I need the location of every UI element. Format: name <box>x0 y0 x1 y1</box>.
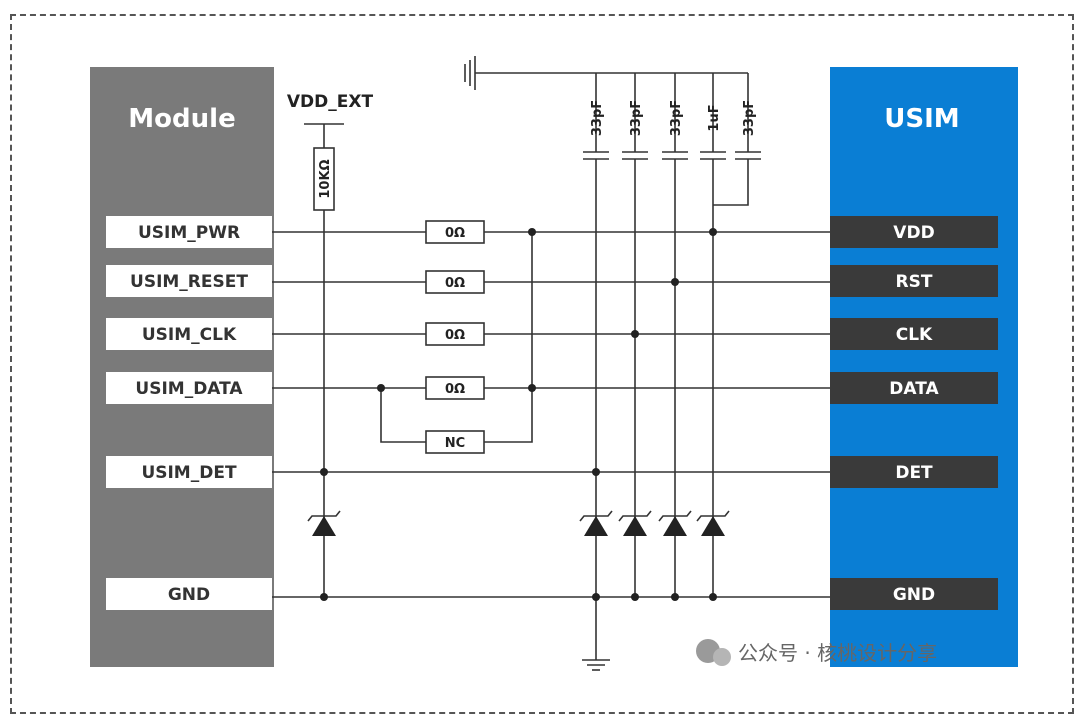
usim-pin-data: DATA <box>889 379 939 399</box>
module-pins: USIM_PWR USIM_RESET USIM_CLK USIM_DATA U… <box>106 216 272 610</box>
usim-pin-gnd: GND <box>893 585 935 605</box>
cap-label: 1uF <box>707 104 722 131</box>
tvs-diodes <box>579 510 730 536</box>
series-resistors: 0Ω 0Ω 0Ω 0Ω NC <box>425 220 485 454</box>
usim-pin-det: DET <box>895 463 933 483</box>
usim-pins: VDD RST CLK DATA DET GND <box>830 216 998 610</box>
usim-pin-rst: RST <box>896 272 933 292</box>
vdd-ext-label: VDD_EXT <box>287 92 374 112</box>
watermark: 公众号 · 核桃设计分享 <box>696 639 937 666</box>
pullup-resistor-label: 10KΩ <box>318 159 333 198</box>
resistor-label-nc: NC <box>445 436 465 451</box>
module-pin-usim-reset: USIM_RESET <box>130 272 248 292</box>
resistor-label: 0Ω <box>445 382 465 397</box>
module-pin-gnd: GND <box>168 585 210 605</box>
resistor-label: 0Ω <box>445 276 465 291</box>
module-title: Module <box>128 104 235 134</box>
usim-schematic: Module USIM USIM_PWR USIM_RESET USIM_CLK… <box>90 56 1018 671</box>
usim-block <box>830 67 1018 667</box>
cap-label: 33pF <box>590 100 605 136</box>
junction-dots <box>320 228 717 601</box>
pullup-circuit: VDD_EXT 10KΩ <box>287 92 374 597</box>
module-pin-usim-clk: USIM_CLK <box>142 325 237 345</box>
ground-symbol <box>582 597 610 671</box>
module-block <box>90 67 274 667</box>
watermark-text: 公众号 · 核桃设计分享 <box>738 641 937 665</box>
resistor-label: 0Ω <box>445 328 465 343</box>
cap-label: 33pF <box>742 100 757 136</box>
usim-pin-clk: CLK <box>896 325 933 345</box>
cap-label: 33pF <box>669 100 684 136</box>
usim-pin-vdd: VDD <box>893 223 934 243</box>
cap-label: 33pF <box>629 100 644 136</box>
usim-title: USIM <box>884 104 959 134</box>
module-pin-usim-pwr: USIM_PWR <box>138 223 240 243</box>
resistor-label: 0Ω <box>445 226 465 241</box>
module-pin-usim-data: USIM_DATA <box>135 379 243 399</box>
module-pin-usim-det: USIM_DET <box>141 463 237 483</box>
signal-wires <box>272 231 830 598</box>
